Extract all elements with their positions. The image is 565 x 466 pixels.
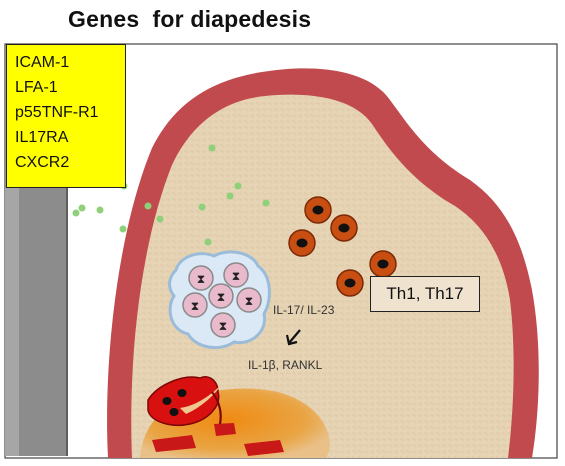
lymphocyte-cell <box>330 214 358 242</box>
svg-text:⧗: ⧗ <box>191 299 199 313</box>
diagram-title: Genes for diapedesis <box>68 6 312 32</box>
chemokine-dots <box>72 144 270 246</box>
svg-text:⧗: ⧗ <box>217 290 225 304</box>
lymphocyte-cell <box>304 196 332 224</box>
gene-item: ICAM-1 <box>15 54 70 71</box>
cluster-cell: ⧗ <box>223 262 249 288</box>
gene-item: p55TNF-R1 <box>15 104 99 121</box>
svg-text:⧗: ⧗ <box>219 319 227 333</box>
svg-text:⧗: ⧗ <box>197 272 205 286</box>
cluster-cell: ⧗ <box>188 265 214 291</box>
arrow-icon <box>285 329 301 346</box>
vessel-wall-highlight <box>5 188 19 456</box>
gene-item: IL17RA <box>15 129 69 146</box>
bone-erosion-marks <box>152 423 284 456</box>
cytokine-label: IL-17/ IL-23 <box>273 303 335 317</box>
svg-text:⧗: ⧗ <box>245 294 253 308</box>
svg-text:⧗: ⧗ <box>232 269 240 283</box>
cluster-cell: ⧗ <box>236 287 262 313</box>
th-cells-label: Th1, Th17 <box>370 276 480 312</box>
genes-list-box: ICAM-1 LFA-1 p55TNF-R1 IL17RA CXCR2 <box>6 44 126 188</box>
synovial-tissue <box>131 94 514 459</box>
cell-cluster: ⧗ ⧗ ⧗ ⧗ ⧗ ⧗ <box>168 250 271 350</box>
osteoclast <box>147 376 222 426</box>
cluster-cell: ⧗ <box>182 292 208 318</box>
lymphocyte-cells <box>288 196 397 297</box>
mediator-label: IL-1β, RANKL <box>248 358 323 372</box>
lymphocyte-cell <box>288 229 316 257</box>
gene-item: CXCR2 <box>15 154 70 171</box>
lymphocyte-cell <box>369 250 397 278</box>
cluster-cell: ⧗ <box>208 283 234 309</box>
cluster-cell: ⧗ <box>210 312 236 338</box>
lymphocyte-cell <box>336 269 364 297</box>
gene-item: LFA-1 <box>15 79 58 96</box>
